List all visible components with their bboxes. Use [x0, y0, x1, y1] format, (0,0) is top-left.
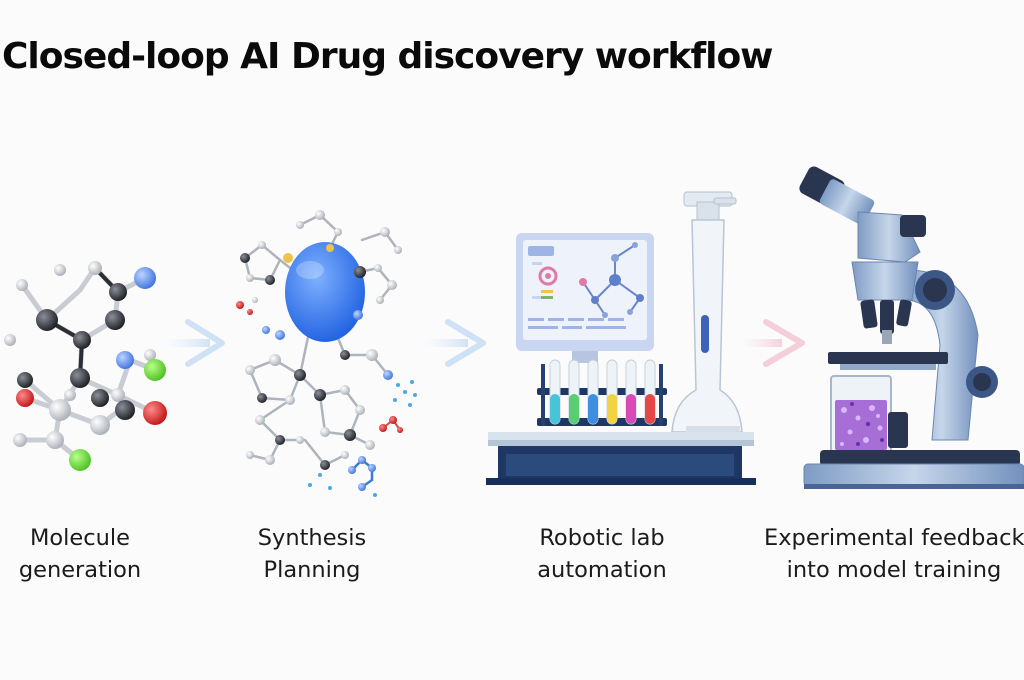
synthesis-network-icon — [236, 210, 417, 497]
step-label-line: Planning — [263, 557, 361, 583]
step-label-experimental-feedback: Experimental feedback into model trainin… — [764, 522, 1024, 586]
molecule-icon — [4, 261, 167, 471]
arrow-1-icon — [160, 319, 225, 367]
microscope-icon — [799, 166, 1024, 489]
step-label-molecule-generation: Molecule generation — [0, 522, 160, 586]
step-label-line: generation — [18, 557, 142, 583]
arrow-2-icon — [420, 319, 486, 367]
robotic-lab-icon — [486, 191, 756, 485]
arrow-3-icon — [738, 319, 805, 367]
page-title: Closed-loop AI Drug discovery workflow — [2, 36, 773, 77]
step-label-synthesis-planning: Synthesis Planning — [232, 522, 392, 586]
step-label-robotic-lab-automation: Robotic lab automation — [520, 522, 684, 586]
step-label-line: into model training — [786, 557, 1002, 583]
step-label-line: Synthesis — [257, 525, 367, 551]
step-label-line: Robotic lab — [539, 525, 665, 551]
step-label-line: Experimental feedback — [764, 525, 1024, 551]
step-label-line: Molecule — [30, 525, 130, 551]
step-label-line: automation — [537, 557, 667, 583]
